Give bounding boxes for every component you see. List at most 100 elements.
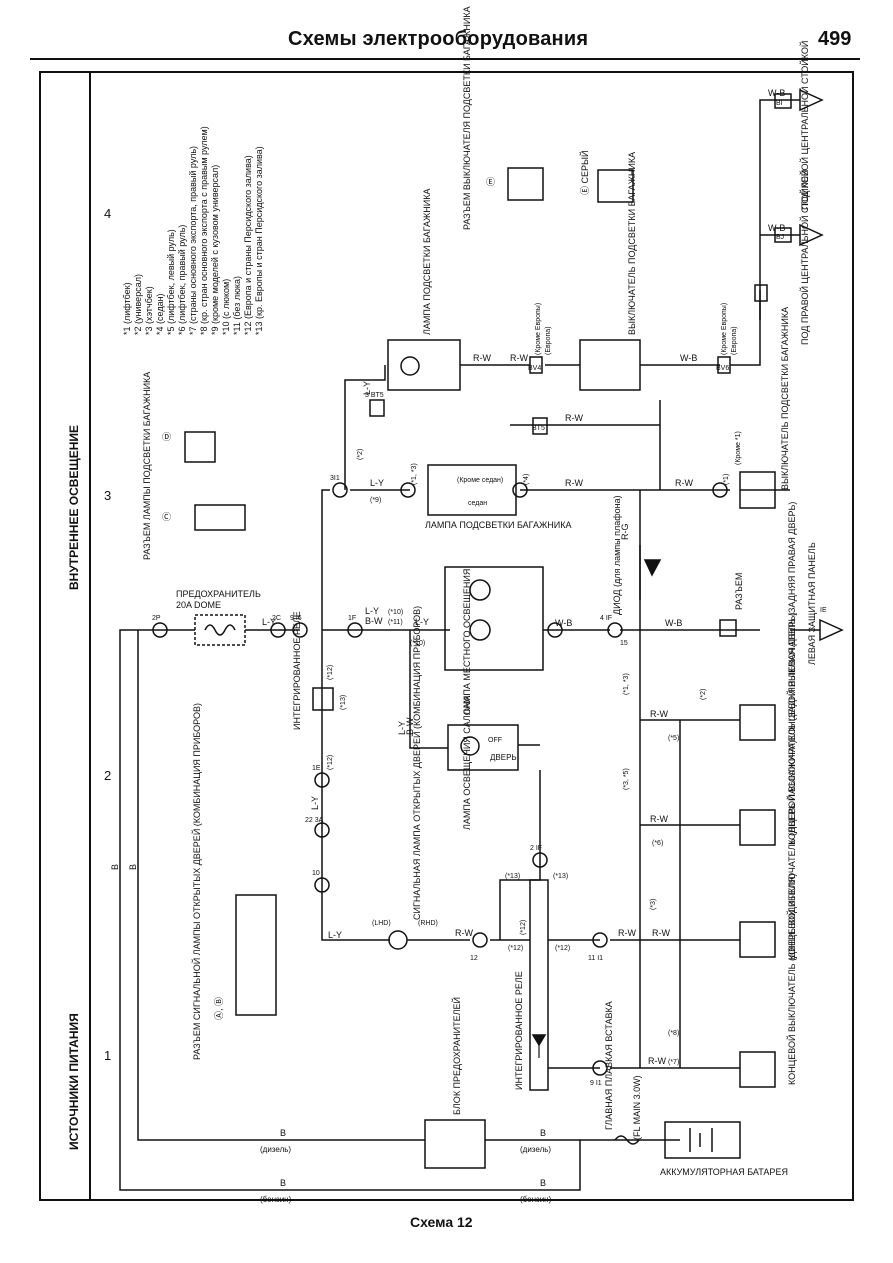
luggage-lamp-connector-icon [194,504,246,531]
mark-6: (*6) [652,840,663,847]
wire-rw-8: R-W [510,353,528,363]
conn-2p: 2P [152,615,161,622]
wire-ly-trunk [321,489,330,630]
right-pillar-label: ПОД ПРАВОЙ ЦЕНТРАЛЬНОЙ СТОЙКОЙ [799,170,810,345]
diode-label: ДИОД (для лампы плафона) [612,495,622,615]
mark-13-c: (*13) [553,873,568,880]
note-4: *4 (седан) [155,293,165,335]
mark-12-e: (*12) [520,920,527,935]
luggage-sw-connector-label: РАЗЪЕМ ВЫКЛЮЧАТЕЛЯ ПОДСВЕТКИ БАГАЖНИКА [462,6,472,230]
ground-kick-panel [819,618,844,642]
conn-15: 15 [620,640,628,647]
mark-9: (*9) [370,497,381,504]
conn-3i1: 3I1 [330,475,340,482]
luggage-lamp-main-label: ЛАМПА ПОДСВЕТКИ БАГАЖНИКА [425,520,571,530]
diode-symbol [643,559,662,577]
room-lamp-box [447,724,519,771]
luggage-lamp-connector-label: РАЗЪЕМ ЛАМПЫ ПОДСВЕТКИ БАГАЖНИКА [142,372,152,560]
integrated-relay-bottom [529,879,549,1091]
door-sw-rear-left-label: КОНЦЕВОЙ ВЫКЛЮЧАТЕЛЬ (ЗАДНЯЯ ЛЕВАЯ ДВЕРЬ… [786,613,797,845]
wire-rw-7: R-W [473,353,491,363]
door-sw-driver-label: КОНЦЕВОЙ ВЫКЛЮЧАТЕЛЬ (ДВЕРЬ ВОДИТЕЛЯ) [786,874,797,1085]
integrated-relay-bottom-label: ИНТЕГРИРОВАННОЕ РЕЛЕ [514,971,524,1090]
luggage-switch-right-box [739,471,776,509]
room-lamp-door: ДВЕРЬ [490,753,517,762]
section-interior: ВНУТРЕННЕЕ ОСВЕЩЕНИЕ [67,425,81,590]
luggage-sw-top-label: ВЫКЛЮЧАТЕЛЬ ПОДСВЕТКИ БАГАЖНИКА [627,152,637,335]
wire-fuseblock-left [137,630,425,1141]
sw-connector-e2-icon [597,169,634,203]
fusible-link [614,1135,640,1145]
mark-7: (*7) [668,1059,679,1066]
col-1: 1 [104,1048,111,1063]
wire-b-2: B [540,1128,546,1138]
wire-bw-1: B-W [365,616,383,626]
conn-1e: 1E [312,765,321,772]
europe-label: (Европа) [545,326,552,355]
page-title: Схемы электрооборудования [288,28,589,50]
mark-1-3: (*1, *3) [623,673,630,695]
note-13: *13 (кр. Европы и стран Персидского зали… [254,146,264,335]
conn-2c: 2C [272,615,281,622]
door-warning-lamp-label: СИГНАЛЬНАЯ ЛАМПА ОТКРЫТЫХ ДВЕРЕЙ (КОМБИН… [411,606,422,920]
note-7: *7 (страны основного экспорта, правый ру… [188,146,198,335]
wire-ly-8: L-Y [397,721,407,735]
door-switch-rear-right [739,704,776,741]
wire-wb-5: W-B [768,223,785,233]
col-2: 2 [104,768,111,783]
except-europe-label-2: (Кроме Европы) [721,303,728,355]
luggage-lamp-box [427,464,517,516]
wire-rw-4: R-W [648,1056,666,1066]
door-sw-rear-right-label: КОНЦЕВОЙ ВЫКЛЮЧАТЕЛЬ (ЗАДНЯЯ ПРАВАЯ ДВЕР… [786,502,797,740]
note-3: *3 (хэтчбек) [144,286,154,335]
left-pillar-label: ПОД ЛЕВОЙ ЦЕНТРАЛЬНОЙ СТОЙКОЙ [799,41,810,210]
door-switch-rear-left [739,809,776,846]
conn-10: 10 [312,870,320,877]
mark-rhd: (RHD) [418,920,438,927]
door-switch-passenger [739,921,776,958]
left-kick-panel-label: ЛЕВАЯ ЗАЩИТНАЯ ПАНЕЛЬ [807,542,817,665]
integrated-relay-small [312,687,334,711]
prefuse-rating: 20A DOME [176,600,221,610]
wire-rw-6: R-W [675,478,693,488]
wire-ly-2: L-Y [328,930,342,940]
mark-11: (*11) [388,619,403,626]
wire-rw-9: R-W [565,413,583,423]
mark-10: (*10) [388,609,403,616]
room-lamp-label: ЛАМПА ОСВЕЩЕНИЯ САЛОНА [462,696,472,830]
wire-wb-3: W-B [680,353,697,363]
ground-left-pillar [799,88,824,112]
mark-12-d: (*12) [555,945,570,952]
note-10: *10 (с люком) [221,279,231,335]
wire-ly-5: L-Y [310,796,320,810]
wire-rw-3: R-W [652,928,670,938]
wire-b-5: B [110,864,120,870]
section-power: ИСТОЧНИКИ ПИТАНИЯ [67,1013,81,1150]
connector-plain-label: РАЗЪЕМ [734,573,744,610]
luggage-sw-right-label: ВЫКЛЮЧАТЕЛЬ ПОДСВЕТКИ БАГАЖНИКА [780,307,790,490]
ground-right-pillar [799,223,824,247]
battery-label: АККУМУЛЯТОРНАЯ БАТАРЕЯ [660,1167,788,1177]
conn-bi: BI [776,100,783,107]
connector-ab-label: Ⓐ, Ⓑ [214,997,224,1020]
mark-13-a: (*13) [340,695,347,710]
conn-4if: 4 IF [600,615,612,622]
mark-12-a: (*12) [327,665,334,680]
fuse-block [424,1119,486,1169]
figure-caption: Схема 12 [410,1214,473,1230]
note-8: *8 (кр. стран основного экспорта с правы… [199,126,209,335]
header-rule [30,58,860,60]
mark-4: (*4) [523,474,530,485]
door-sw-passenger-label: КОНЦЕВОЙ ВЫКЛЮЧАТЕЛЬ (ДВЕРЬ ПАССАЖИРА) [786,740,797,960]
wire-rw-1: R-W [455,928,473,938]
note-1: *1 (лифтбек) [122,282,132,335]
sedan-except-label: (Кроме седан) [457,477,503,484]
mark-10-b: (*10) [410,640,425,647]
luggage-sw-connector-icon [184,431,216,463]
wire-rw-11: R-W [650,814,668,824]
conn-2if: 2 IF [530,845,542,852]
connector-c-label: Ⓒ [162,512,171,522]
wire-rw-2: R-W [618,928,636,938]
conn-bv4: BV4 [528,365,541,372]
door-warning-connector-icon [235,894,277,1016]
